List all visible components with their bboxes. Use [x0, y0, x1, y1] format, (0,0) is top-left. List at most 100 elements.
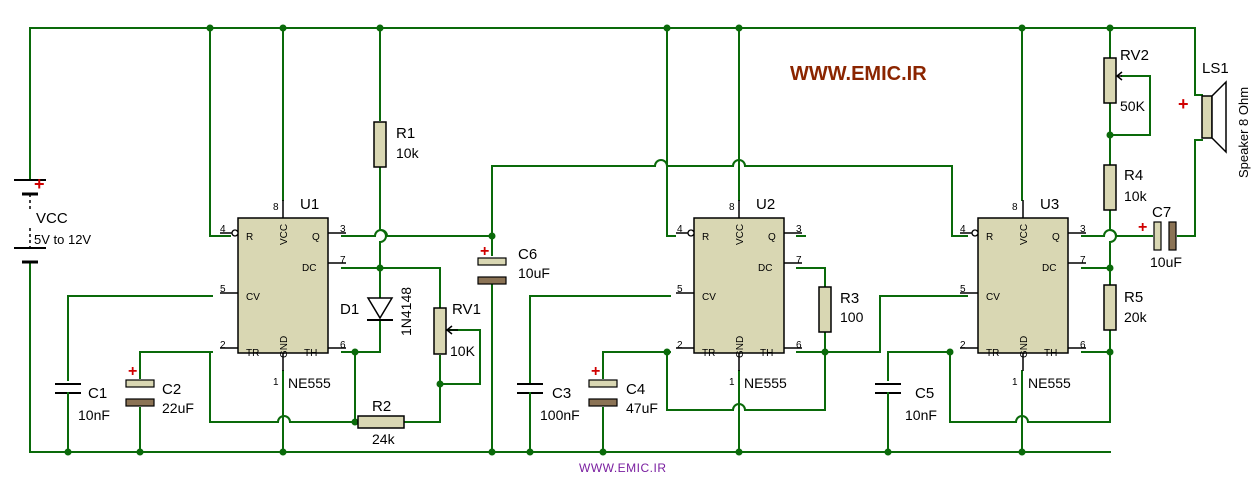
- pin-r: R: [986, 232, 993, 243]
- resistor-r4: R4 10k: [1103, 164, 1148, 211]
- c5-ref: C5: [915, 385, 934, 402]
- resistor-r2: R2 24k: [357, 398, 405, 447]
- pin-q: Q: [1052, 232, 1060, 243]
- c2-plus: +: [128, 363, 137, 380]
- pin-num: 6: [1080, 340, 1086, 351]
- wires: [29, 27, 1196, 453]
- potentiometer-rv2: RV2 50K: [1103, 47, 1149, 114]
- c1-ref: C1: [88, 385, 107, 402]
- c2-value: 22uF: [162, 400, 194, 416]
- pin-vcc: VCC: [1019, 224, 1030, 245]
- r4-value: 10k: [1124, 188, 1148, 204]
- r1-ref: R1: [396, 125, 415, 142]
- resistor-r5: R5 20k: [1103, 284, 1148, 331]
- pin-num: 2: [220, 340, 226, 351]
- c5-value: 10nF: [905, 407, 937, 423]
- pin-cv: CV: [702, 292, 716, 303]
- pin-num: 5: [677, 284, 683, 295]
- ic-u2-labels: U2 NE555 R Q DC CV TR TH VCC GND 4 5 2 3…: [677, 196, 802, 391]
- ls1-plus: +: [1178, 94, 1189, 114]
- ic-u1-ref: U1: [300, 196, 319, 213]
- c3-value: 100nF: [540, 407, 580, 423]
- pin-dc: DC: [1042, 263, 1056, 274]
- battery-value: 5V to 12V: [34, 232, 91, 247]
- r1-value: 10k: [396, 145, 420, 161]
- c7-plus: +: [1138, 219, 1147, 236]
- ic-u3-part: NE555: [1028, 375, 1071, 391]
- c7-ref: C7: [1152, 204, 1171, 221]
- pin-num: 4: [220, 224, 226, 235]
- d1-ref: D1: [340, 301, 359, 318]
- pin-vcc: VCC: [735, 224, 746, 245]
- capacitor-c4: + C4 47uF: [588, 363, 658, 416]
- r2-value: 24k: [372, 431, 396, 447]
- c7-value: 10uF: [1150, 254, 1182, 270]
- pin-q: Q: [312, 232, 320, 243]
- ic-u1-labels: U1 NE555 R Q DC CV TR TH VCC GND 4 5 2 3…: [220, 196, 346, 391]
- pin-num: 3: [340, 224, 346, 235]
- pin-tr: TR: [246, 348, 259, 359]
- resistor-r3: R3 100: [818, 286, 864, 333]
- rv2-value: 50K: [1120, 98, 1146, 114]
- pin-q: Q: [768, 232, 776, 243]
- capacitor-c3: C3 100nF: [517, 383, 580, 423]
- r2-ref: R2: [372, 398, 391, 415]
- pin-gnd: GND: [735, 336, 746, 358]
- ls1-value: Speaker 8 Ohm: [1236, 87, 1251, 178]
- r5-value: 20k: [1124, 309, 1148, 325]
- pin-num: 3: [1080, 224, 1086, 235]
- pin-cv: CV: [246, 292, 260, 303]
- pin-num: 5: [960, 284, 966, 295]
- pin-num: 8: [729, 202, 735, 213]
- rv1-value: 10K: [450, 343, 476, 359]
- r3-value: 100: [840, 309, 864, 325]
- pin-vcc: VCC: [279, 224, 290, 245]
- c4-value: 47uF: [626, 400, 658, 416]
- c3-ref: C3: [552, 385, 571, 402]
- pin-th: TH: [1044, 348, 1057, 359]
- ls1-ref: LS1: [1202, 60, 1229, 77]
- rv2-ref: RV2: [1120, 47, 1149, 64]
- pin-num: 1: [273, 377, 279, 388]
- pin-th: TH: [304, 348, 317, 359]
- speaker-ls1: + LS1 Speaker 8 Ohm: [1178, 60, 1251, 178]
- c4-plus: +: [591, 363, 600, 380]
- pin-num: 6: [340, 340, 346, 351]
- ic-u3-labels: U3 NE555 R Q DC CV TR TH VCC GND 4 5 2 3…: [960, 196, 1086, 391]
- pin-num: 7: [340, 255, 346, 266]
- battery-ref: VCC: [36, 210, 68, 227]
- capacitor-c2: + C2 22uF: [125, 363, 194, 416]
- pin-r: R: [702, 232, 709, 243]
- pin-dc: DC: [302, 263, 316, 274]
- pin-num: 7: [1080, 255, 1086, 266]
- capacitor-c1: C1 10nF: [55, 383, 110, 423]
- diode-d1: D1 1N4148: [340, 287, 414, 336]
- battery-vcc: + VCC 5V to 12V: [14, 174, 91, 264]
- pin-num: 2: [677, 340, 683, 351]
- pin-num: 1: [1012, 377, 1018, 388]
- capacitor-c5: C5 10nF: [875, 383, 937, 423]
- pin-dc: DC: [758, 263, 772, 274]
- pin-num: 4: [677, 224, 683, 235]
- pin-num: 8: [1012, 202, 1018, 213]
- pin-num: 4: [960, 224, 966, 235]
- potentiometer-rv1: RV1 10K: [433, 301, 481, 359]
- d1-value: 1N4148: [398, 287, 414, 336]
- ic-u2-part: NE555: [744, 375, 787, 391]
- pin-num: 1: [729, 377, 735, 388]
- junction-dots: [64, 24, 1114, 456]
- pin-num: 8: [273, 202, 279, 213]
- pin-th: TH: [760, 348, 773, 359]
- r3-ref: R3: [840, 290, 859, 307]
- r5-ref: R5: [1124, 289, 1143, 306]
- c1-value: 10nF: [78, 407, 110, 423]
- ic-u1-part: NE555: [288, 375, 331, 391]
- pin-num: 6: [796, 340, 802, 351]
- pin-num: 5: [220, 284, 226, 295]
- capacitor-c7: + C7 10uF: [1138, 204, 1182, 270]
- ic-u2-ref: U2: [756, 196, 775, 213]
- pin-tr: TR: [986, 348, 999, 359]
- c6-plus: +: [480, 243, 489, 260]
